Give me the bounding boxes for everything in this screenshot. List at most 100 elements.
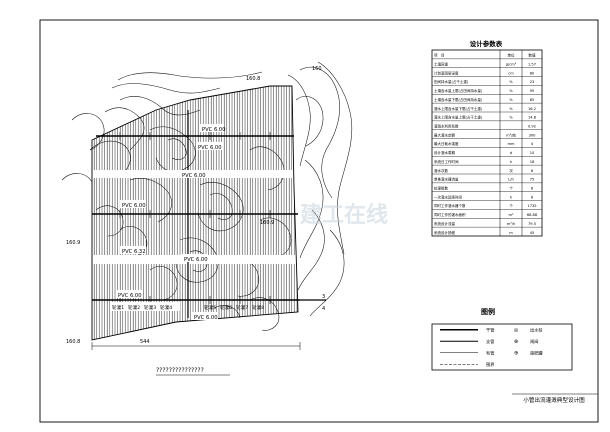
table-cell: 最大灌水定额 (434, 132, 455, 137)
table-cell: 计划湿润层深度 (434, 70, 459, 75)
pipe-label: PVC 6.00 (194, 315, 218, 321)
table-cell: % (509, 107, 513, 111)
table-cell: 设计灌水周期 (434, 150, 455, 155)
sheet-border (39, 19, 599, 423)
table-cell: 8 (531, 187, 534, 191)
table-cell: h (510, 195, 512, 199)
table-cell: 系统日工作时间 (434, 159, 459, 164)
dimension-line: 544 (91, 339, 301, 350)
table-cell: g/cm³ (506, 63, 517, 67)
pipe-label: PVC 6.00 (118, 293, 142, 299)
table-cell: 80 (530, 71, 535, 75)
table-cell: 个 (509, 203, 513, 208)
table-cell: 95 (530, 89, 535, 93)
legend-label: 闸阀 (530, 338, 538, 345)
table-cell: L/h (508, 178, 514, 182)
elevation-label: 160.8 (246, 76, 260, 82)
elevation-label: 160 (312, 66, 322, 72)
table-cell: 同时工作的灌水面积 (434, 212, 466, 217)
elevation-label: 160.9 (66, 240, 80, 246)
legend-symbol-icon: ⊕ (514, 351, 518, 357)
table-cell: 次 (509, 168, 513, 173)
legend-title: 图例 (481, 307, 495, 316)
table-cell: 土壤含水量下限(占田间持水量) (434, 97, 483, 102)
table-cell: 14.8 (528, 116, 537, 120)
legend-label: 施肥罐 (530, 349, 543, 356)
pipe-ticks (119, 132, 271, 304)
table-cell: 田间持水量(占干土重) (434, 79, 469, 84)
table-cell: m³/亩 (506, 132, 516, 137)
table-cell: 同时工作灌水器个数 (434, 203, 466, 208)
label-backgrounds (110, 124, 224, 320)
table-cell: h (510, 160, 512, 164)
block-label: 轮灌4 (160, 304, 172, 311)
table-cell: 灌水次数 (434, 168, 448, 173)
table-cell: 轮灌组数 (434, 186, 448, 191)
table-cell: % (509, 116, 513, 120)
block-label: 轮灌5 (204, 304, 216, 311)
elevation-label: 4 (322, 306, 325, 312)
table-cell: 土壤容重 (434, 62, 448, 67)
block-label: 轮灌2 (128, 304, 140, 311)
elevation-label: 3 (322, 294, 325, 300)
pipe-label-group: PVC 6.00 PVC 6.00 PVC 6.00 PVC 6.00 PVC … (118, 127, 226, 321)
pipe-label: PVC 6.00 (184, 257, 208, 263)
elevation-label: 160.9 (260, 220, 274, 226)
table-cell: 系统设计流量 (434, 221, 455, 226)
block-label: 轮灌6 (220, 304, 232, 311)
table-cell: 10 (530, 151, 535, 155)
table-cell: d (510, 151, 512, 155)
table-cell: 一次灌水延续时间 (434, 194, 462, 199)
table-cell: % (509, 80, 513, 84)
pipe-label: PVC 6.00 (122, 203, 146, 209)
pipe-label: PVC 6.00 (182, 173, 206, 179)
legend-symbol-icon: ⊗ (514, 339, 518, 345)
table-cell: 75 (530, 178, 535, 182)
legend-label: 支管 (486, 338, 494, 345)
table-header-cell: 项 目 (434, 53, 445, 58)
elevation-label: 160.8 (66, 339, 80, 345)
table-cell: 0.92 (528, 125, 536, 129)
main-pipes (92, 110, 326, 318)
field-boundary (91, 85, 299, 341)
params-table-title: 设计参数表 (470, 39, 503, 48)
table-cell: 系统设计扬程 (434, 230, 455, 235)
table-cell: 6 (531, 195, 534, 199)
table-cell: 16.2 (528, 107, 536, 111)
table-cell: 灌溉水利用系数 (434, 124, 459, 129)
block-label: 轮灌1 (112, 304, 124, 311)
block-label-group: 轮灌1 轮灌2 轮灌3 轮灌4 轮灌5 轮灌6 轮灌7 轮灌8 (112, 304, 264, 311)
block-label: 轮灌3 (144, 304, 156, 311)
table-cell: % (509, 98, 513, 102)
table-header-cell: 数值 (528, 53, 536, 58)
table-cell: 单株灌水器流量 (434, 177, 459, 182)
table-cell: 68.88 (527, 213, 538, 217)
elevation-labels: 160.8 160 160.9 160.8 160.9 3 4 (66, 66, 325, 345)
table-cell: 4 (531, 142, 534, 146)
table-cell: m² (509, 213, 515, 217)
table-cell: 灌水上限含水量上限(占干土重) (434, 115, 483, 120)
table-header-cell: 单位 (507, 53, 515, 58)
table-cell: 1.57 (528, 63, 536, 67)
table-cell: 79.5 (528, 222, 536, 226)
table-cell: 300 (529, 133, 537, 137)
pipe-label: PVC 6.00 (202, 127, 226, 133)
watermark-text: 建工在线 (300, 202, 388, 228)
table-cell: 最大日耗水强度 (434, 141, 459, 146)
table-cell: 灌水上限含水量下限(占干土重) (434, 106, 483, 111)
table-cell: 6 (531, 169, 534, 173)
table-cell: 个 (509, 186, 513, 191)
dimension-text: 544 (140, 339, 150, 345)
table-cell: cm (508, 71, 514, 75)
scale-caption: ??????????????? (156, 367, 204, 374)
table-cell: 65 (530, 98, 535, 102)
table-cell: mm (507, 142, 515, 146)
pipe-label: PVC 6.32 (122, 249, 146, 255)
drawing-title: 小管出流灌溉典型设计图 (523, 396, 585, 404)
legend-label: 围界 (486, 362, 495, 368)
